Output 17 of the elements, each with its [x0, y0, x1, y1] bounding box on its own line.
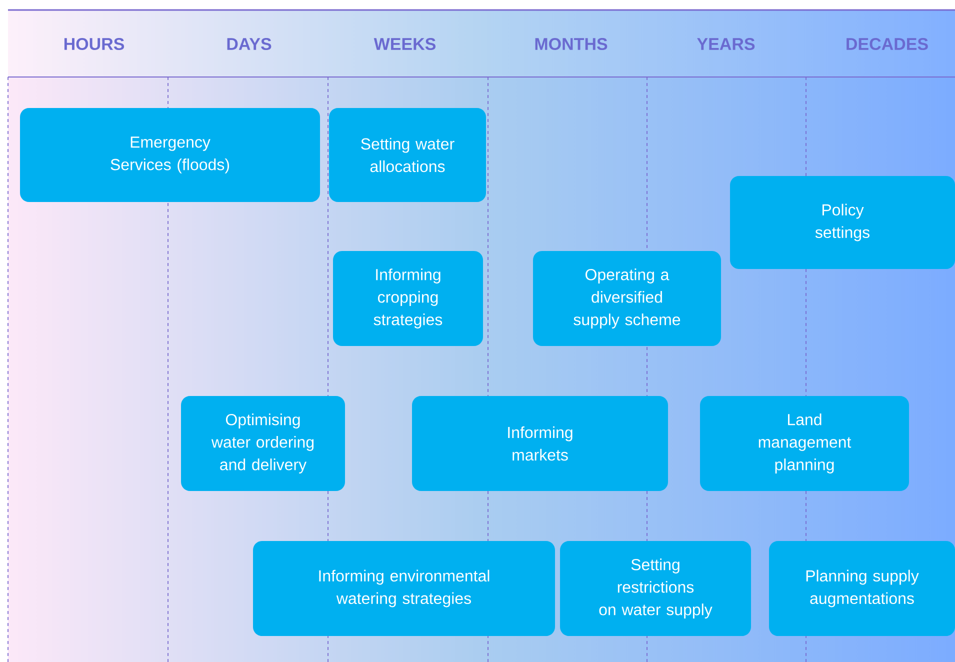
- activity-box: Policy settings: [730, 176, 955, 269]
- activity-box: Informing environmental watering strategies: [253, 541, 555, 636]
- activity-box: Optimising water ordering and delivery: [181, 396, 345, 491]
- column-heading: MONTHS: [535, 38, 608, 50]
- activity-box: Emergency Services (floods): [20, 108, 320, 202]
- column-heading: WEEKS: [374, 38, 436, 50]
- activity-box: Informing markets: [412, 396, 668, 491]
- activity-box: Operating a diversified supply scheme: [533, 251, 721, 346]
- activity-box: Planning supply augmentations: [769, 541, 955, 636]
- column-heading: YEARS: [697, 38, 755, 50]
- activity-box: Setting restrictions on water supply: [560, 541, 751, 636]
- activity-box: Setting water allocations: [329, 108, 486, 202]
- activity-box: Informing cropping strategies: [333, 251, 483, 346]
- column-heading: DAYS: [227, 38, 272, 50]
- column-heading: DECADES: [846, 38, 928, 50]
- column-heading: HOURS: [64, 38, 124, 50]
- activity-box: Land management planning: [700, 396, 909, 491]
